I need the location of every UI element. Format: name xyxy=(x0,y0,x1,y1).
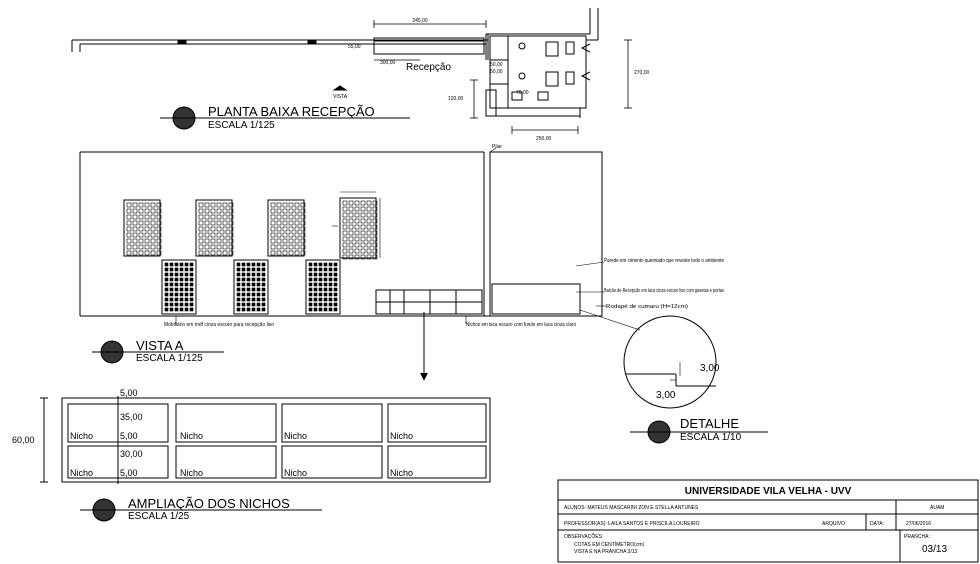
niche-dim-top: 5,00 xyxy=(120,388,138,398)
niche-dim-total: 60,00 xyxy=(12,435,35,445)
prancha-label: PRANCHA: xyxy=(904,534,930,540)
niche-label: Nicho xyxy=(390,468,413,478)
niche-label: Nicho xyxy=(180,468,203,478)
detail-dim2: 3,00 xyxy=(656,390,676,401)
niche-labels: Nicho Nicho Nicho Nicho Nicho Nicho Nich… xyxy=(70,431,413,478)
plan-title: PLANTA BAIXA RECEPÇÃO xyxy=(208,104,375,119)
niche-label: Nicho xyxy=(70,431,93,441)
elevation-patterns xyxy=(126,200,378,312)
dim-300: 300,00 xyxy=(380,60,396,66)
niche-label: Nicho xyxy=(70,468,93,478)
nichos-title: AMPLIAÇÃO DOS NICHOS xyxy=(128,496,290,511)
university: UNIVERSIDADE VILA VELHA - UVV xyxy=(685,486,852,497)
title-block-text: UNIVERSIDADE VILA VELHA - UVV ALUNOS: MA… xyxy=(564,486,947,555)
note-rodape: Rodapé de cumaru (H=12cm) xyxy=(606,304,688,310)
detail-dims: 3,00 3,00 xyxy=(656,363,720,401)
niche-label: Nicho xyxy=(180,431,203,441)
elevation-dimension-marks xyxy=(332,191,381,258)
niche-dim-h2: 30,00 xyxy=(120,449,143,459)
plan-scale: ESCALA 1/125 xyxy=(208,120,275,131)
elevation-vista-a xyxy=(79,151,603,317)
title-vista-a: VISTA A ESCALA 1/125 xyxy=(92,338,224,364)
detalhe-title: DETALHE xyxy=(680,416,739,431)
title-planta-baixa: PLANTA BAIXA RECEPÇÃO ESCALA 1/125 xyxy=(160,104,410,131)
title-block xyxy=(557,479,979,563)
dim-55: 55,00 xyxy=(348,44,361,50)
plan-dimension-labels: 245,00 55,00 300,00 50,00 50,00 70,00 27… xyxy=(333,18,650,142)
niche-label: Nicho xyxy=(284,468,307,478)
dim-50a: 50,00 xyxy=(490,62,503,68)
detail-dim1: 3,00 xyxy=(700,363,720,374)
arquivo: ARQUIVO xyxy=(822,521,845,527)
nichos-scale: ESCALA 1/25 xyxy=(128,511,190,522)
elevation-notes: Pilar Parede em cimento queimado que rev… xyxy=(164,144,724,328)
obs1: COTAS EM CENTÍMETRO(cm) xyxy=(574,541,645,548)
vista-scale: ESCALA 1/125 xyxy=(136,353,203,364)
detail-view xyxy=(579,309,717,409)
pilar-label: Pilar xyxy=(492,144,502,150)
data: 27/06/2016 xyxy=(906,521,931,527)
dim-250: 250,00 xyxy=(536,136,552,142)
professores: PROFESSOR(AS): LAILA SANTOS E PRISCILA L… xyxy=(564,521,700,527)
vista-title: VISTA A xyxy=(136,338,184,353)
note-parede: Parede em cimento queimado que reveste t… xyxy=(604,258,724,264)
dim-50b: 50,00 xyxy=(490,69,503,75)
floor-plan xyxy=(71,8,599,118)
dim-120: 120,00 xyxy=(448,96,464,102)
title-detalhe: DETALHE ESCALA 1/10 xyxy=(630,416,768,444)
niche-label: Nicho xyxy=(284,431,307,441)
plan-dimensions xyxy=(373,20,632,134)
turma: AUAM xyxy=(930,505,944,511)
obs-label: OBSERVAÇÕES: xyxy=(564,533,603,540)
niche-dim-mid: 5,00 xyxy=(120,431,138,441)
room-label: Recepção xyxy=(406,62,451,73)
title-nichos: AMPLIAÇÃO DOS NICHOS ESCALA 1/25 xyxy=(80,496,322,522)
dim-270: 270,00 xyxy=(634,70,650,76)
note-balcao: Balcão de Recepção em laca cinza escuro … xyxy=(604,288,724,294)
note-nichos: Nichos em laca escuro com fundo em laca … xyxy=(466,322,576,328)
niche-dims: 5,00 35,00 5,00 30,00 5,00 60,00 xyxy=(12,388,143,478)
obs2: VISTA E NA PRANCHA 3/13 xyxy=(574,549,637,555)
niche-dim-bot: 5,00 xyxy=(120,468,138,478)
dim-top: 245,00 xyxy=(412,18,428,24)
dim-70: 70,00 xyxy=(516,90,529,96)
elevation-leaders xyxy=(175,147,606,324)
note-mobiliario: Mobiliário em mdf cinza escuro para rece… xyxy=(164,322,274,328)
prancha: 03/13 xyxy=(922,544,947,555)
niche-dim-h1: 35,00 xyxy=(120,412,143,422)
niches-enlargement xyxy=(40,396,491,484)
view-marker-label: VISTA xyxy=(333,94,348,100)
data-label: DATA: xyxy=(870,521,884,527)
alunos: ALUNOS: MATEUS MASCARINI ZON E STELLA AN… xyxy=(564,505,699,511)
detalhe-scale: ESCALA 1/10 xyxy=(680,432,742,443)
niche-label: Nicho xyxy=(390,431,413,441)
